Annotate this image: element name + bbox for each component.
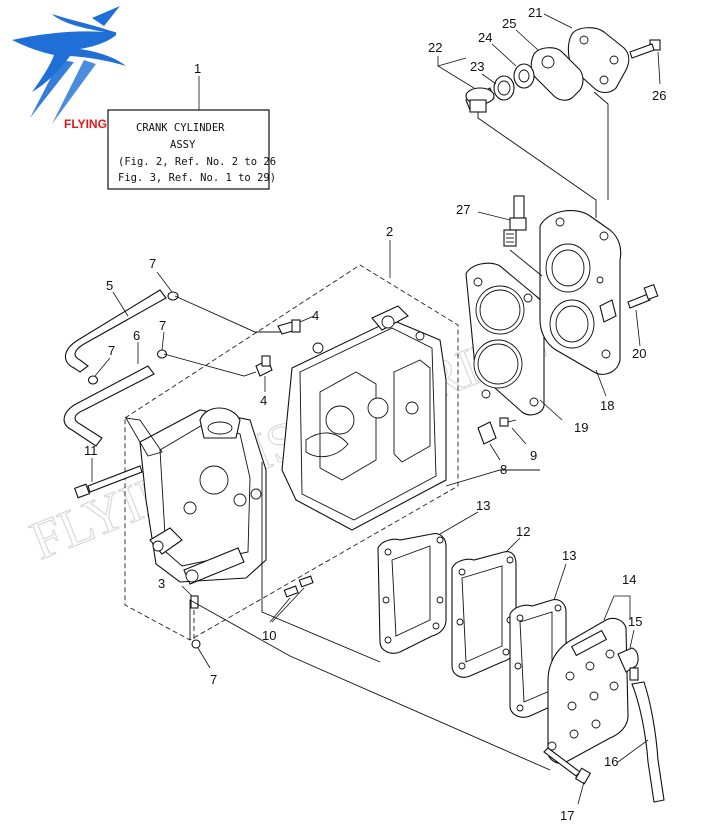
callout-16: 16: [604, 754, 618, 769]
crankcase-front-half: [125, 407, 267, 585]
callout-27: 27: [456, 202, 470, 217]
callout-23: 23: [470, 59, 484, 74]
callout-5: 5: [106, 278, 113, 293]
fitting-4-upper: [277, 315, 315, 335]
callout-19: 19: [574, 420, 588, 435]
callout-12: 12: [516, 524, 530, 539]
callout-11: 11: [84, 443, 98, 458]
bolt-20: [627, 283, 659, 347]
clip-7-mid: [156, 331, 168, 359]
spark-plug-27: [477, 195, 543, 277]
callout-4-upper: 4: [312, 308, 319, 323]
callout-labels: 2 3 4 4 5 6 7 7 7 7 8 9 10 11 12 13 13 1…: [84, 5, 666, 823]
hose-16: [617, 681, 665, 803]
callout-22: 22: [428, 40, 442, 55]
dowel-pin-3: [181, 585, 199, 609]
callout-15: 15: [628, 614, 642, 629]
clip-7-left: [87, 357, 111, 385]
callout-26: 26: [652, 88, 666, 103]
head-gasket-19: [465, 262, 563, 421]
callout-7-left: 7: [108, 343, 115, 358]
callout-13-left: 13: [476, 498, 490, 513]
box-line-3: (Fig. 2, Ref. No. 2 to 26: [118, 156, 276, 168]
exhaust-cover-14: [547, 595, 631, 764]
callout-2: 2: [386, 224, 393, 239]
callout-13-right: 13: [562, 548, 576, 563]
bolt-26: [629, 39, 661, 85]
cylinder-head-18: [539, 210, 622, 397]
grommet-24: [491, 43, 535, 89]
callout-14: 14: [622, 572, 636, 587]
callout-25: 25: [502, 16, 516, 31]
o-ring-7-bottom: [191, 639, 211, 669]
assembly-label-box: 1 CRANK CYLINDER ASSY (Fig. 2, Ref. No. …: [107, 61, 276, 190]
callout-1: 1: [194, 61, 201, 76]
hose-6: [63, 342, 155, 447]
fitting-15: [617, 629, 639, 681]
fitting-4-lower: [255, 355, 273, 392]
bolt-17: [543, 747, 592, 805]
flying-fish-icon: [12, 6, 126, 124]
exhaust-gasket-13-left: [377, 511, 479, 654]
callout-18: 18: [600, 398, 614, 413]
box-line-2: ASSY: [170, 139, 196, 151]
callout-20: 20: [632, 346, 646, 361]
cylinder-crankcase: [281, 305, 447, 531]
callout-24: 24: [478, 30, 492, 45]
callout-10: 10: [262, 628, 276, 643]
callout-21: 21: [528, 5, 542, 20]
bolt-9: [499, 417, 527, 445]
clip-7-top: [156, 271, 179, 301]
dowel-pins-10: [269, 575, 314, 623]
callout-6: 6: [133, 328, 140, 343]
seal-23: [481, 73, 515, 101]
callout-8: 8: [500, 462, 507, 477]
thermostat-22: [437, 56, 495, 113]
callout-9: 9: [530, 448, 537, 463]
callout-17: 17: [560, 808, 574, 823]
plate-8: [477, 421, 501, 461]
callout-7-top: 7: [149, 256, 156, 271]
callout-7-mid: 7: [159, 318, 166, 333]
box-line-1: CRANK CYLINDER: [136, 122, 225, 134]
crank-cylinder-group-outline: [124, 240, 459, 641]
callout-4-lower: 4: [260, 393, 267, 408]
box-line-4: Fig. 3, Ref. No. 1 to 29): [118, 172, 276, 184]
bolt-11: [73, 458, 143, 499]
exhaust-plate-12: [451, 537, 521, 678]
callout-7-bottom: 7: [210, 672, 217, 687]
hose-5: [64, 289, 167, 373]
callout-3: 3: [158, 576, 165, 591]
